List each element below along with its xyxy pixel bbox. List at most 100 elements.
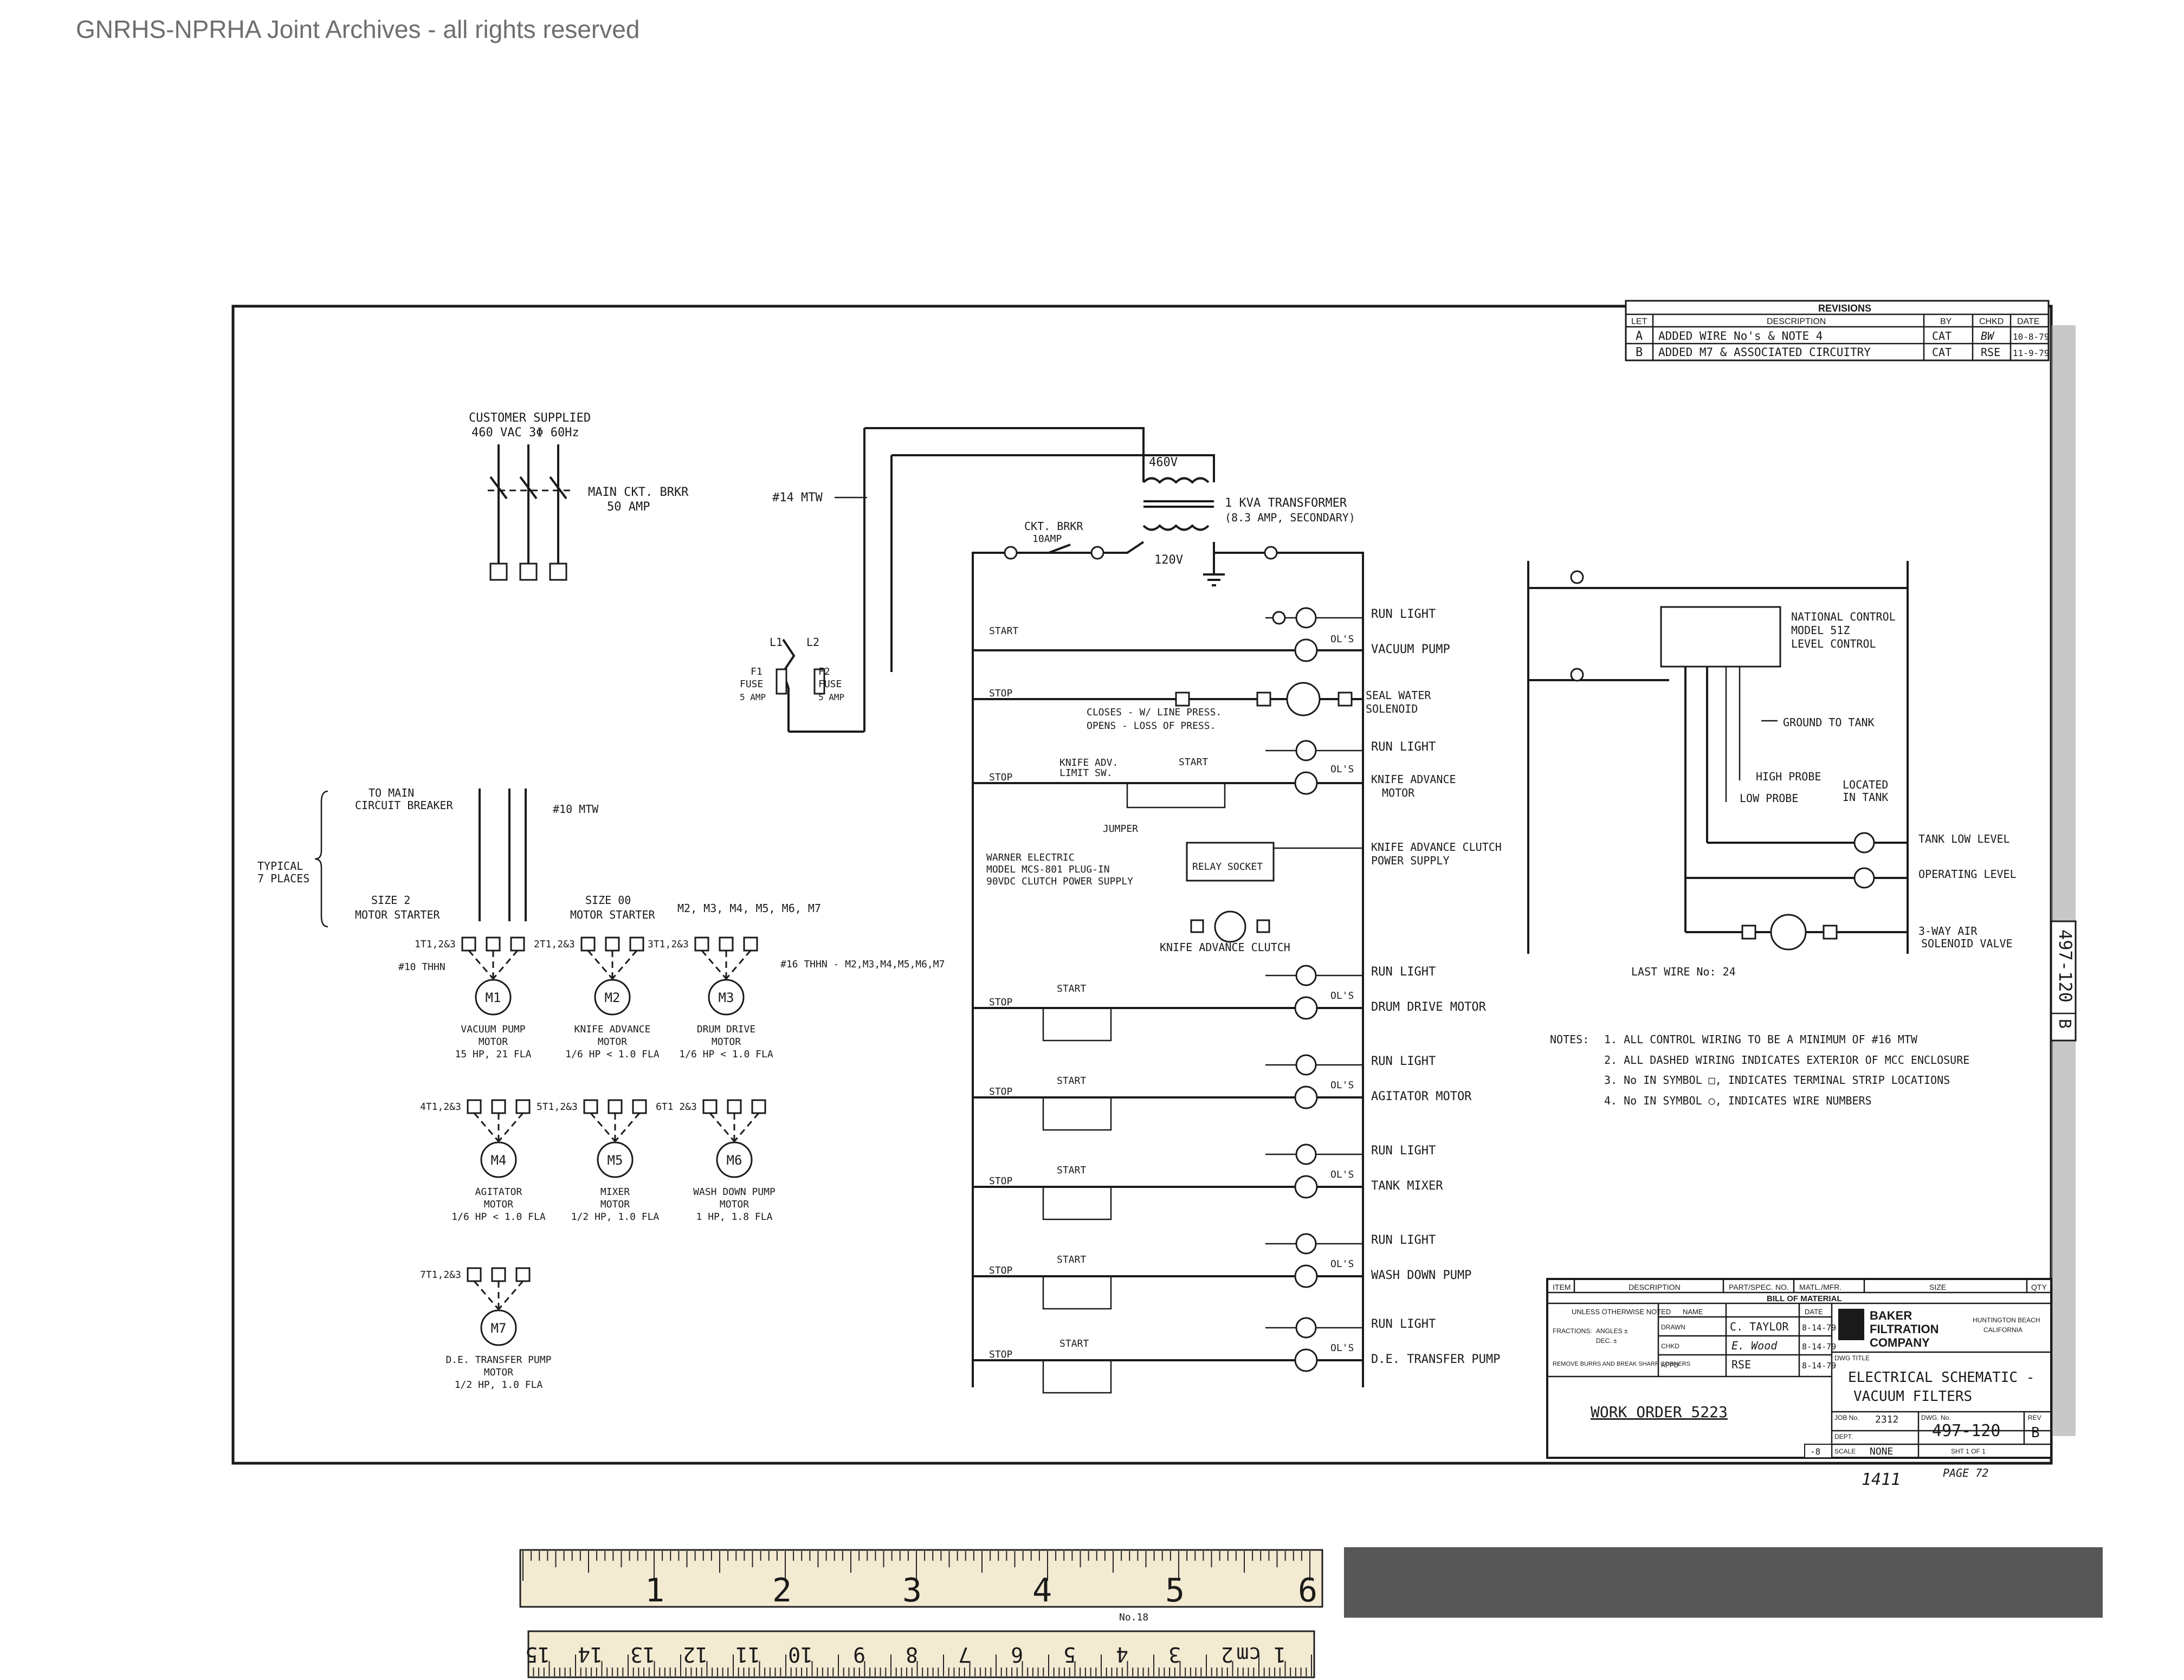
inch-ruler: 1 2 3 4 5 6 No.18 <box>519 1549 1323 1623</box>
notes-block: NOTES: 1. ALL CONTROL WIRING TO BE A MIN… <box>1550 1033 1969 1107</box>
wire-10mtw: #10 MTW <box>553 803 599 816</box>
motor-terminals: 1T1,2&3 <box>415 939 456 950</box>
run-light-wash: RUN LIGHT <box>1371 1233 1436 1247</box>
circuit-breaker-label: CIRCUIT BREAKER <box>355 799 454 812</box>
dwg-label: DWG. No. <box>1921 1414 1951 1421</box>
warner-1: WARNER ELECTRIC <box>986 852 1075 863</box>
motor-spec: 15 HP, 21 FLA <box>455 1049 532 1060</box>
wire-14mtw: #14 MTW <box>772 491 823 505</box>
main-power-section: CUSTOMER SUPPLIED 460 VAC 3Φ 60Hz MAIN C… <box>469 411 689 581</box>
drawn-name: C. TAYLOR <box>1730 1320 1789 1333</box>
located-label: LOCATED <box>1843 778 1888 791</box>
transformer-spec: (8.3 AMP, SECONDARY) <box>1225 511 1355 524</box>
rev-a-date: 10-8-79 <box>2013 332 2049 342</box>
low-probe-label: LOW PROBE <box>1740 792 1798 805</box>
fuse-f1: F1 <box>751 666 763 677</box>
note-3: 3. No IN SYMBOL □, INDICATES TERMINAL ST… <box>1604 1074 1950 1087</box>
motor-id: M2 <box>605 990 621 1005</box>
drawn-date: 8-14-79 <box>1802 1323 1836 1333</box>
motor-id: M4 <box>491 1153 507 1168</box>
title-block: ITEM DESCRIPTION PART/SPEC. NO. MATL./MF… <box>1546 1278 2052 1489</box>
motor-spec: 1/2 HP, 1.0 FLA <box>455 1379 543 1391</box>
ckt-brkr-amp: 10AMP <box>1032 533 1062 545</box>
start-drum: START <box>1057 983 1086 994</box>
sheet-edge-shadow <box>2051 325 2076 1436</box>
transformer-label: 1 KVA TRANSFORMER <box>1225 496 1347 510</box>
in-tank-label: IN TANK <box>1843 791 1888 804</box>
knife-motor-label2: MOTOR <box>1382 786 1415 799</box>
bom-h-part: PART/SPEC. NO. <box>1729 1283 1789 1291</box>
motor-name-2: MOTOR <box>479 1036 508 1048</box>
drawing-title-1: ELECTRICAL SCHEMATIC - <box>1848 1369 2034 1386</box>
bom-h-item: ITEM <box>1553 1283 1571 1291</box>
motor-name: KNIFE ADVANCE <box>574 1024 651 1035</box>
motor-name-2: MOTOR <box>600 1199 630 1210</box>
cm-label: 9 <box>853 1643 865 1666</box>
cm-label: 8 <box>906 1643 918 1666</box>
note-2: 2. ALL DASHED WIRING INDICATES EXTERIOR … <box>1604 1054 1969 1067</box>
ols-wash: OL'S <box>1330 1258 1354 1270</box>
side-tab-rev: B <box>2055 1019 2074 1029</box>
rev-b-chkd: RSE <box>1981 346 2000 359</box>
rev-b-date: 11-9-79 <box>2013 348 2049 358</box>
company-name-1: BAKER <box>1870 1309 1912 1322</box>
size00-starter-label: MOTOR STARTER <box>570 908 655 921</box>
angles-label: ANGLES ± <box>1596 1327 1628 1335</box>
last-wire-label: LAST WIRE No: 24 <box>1631 965 1736 978</box>
stop-knife: STOP <box>989 772 1013 783</box>
fuse-l1: L1 <box>770 636 783 649</box>
fuse-f1-amp: 5 AMP <box>740 692 766 702</box>
opens-label: OPENS - LOSS OF PRESS. <box>1087 720 1216 732</box>
run-light-agitator: RUN LIGHT <box>1371 1055 1436 1068</box>
motor-terminals: 2T1,2&3 <box>534 939 575 950</box>
dwg-value: 497-120 <box>1932 1421 2000 1440</box>
size00-list: M2, M3, M4, M5, M6, M7 <box>677 902 821 915</box>
work-order: WORK ORDER 5223 <box>1591 1403 1728 1421</box>
national-label: NATIONAL CONTROL <box>1791 610 1896 623</box>
scan-texture-patch <box>1344 1547 2103 1618</box>
bom-h-qty: QTY <box>2031 1283 2047 1291</box>
closes-label: CLOSES - W/ LINE PRESS. <box>1087 707 1222 718</box>
transformer-secondary: 120V <box>1154 553 1183 567</box>
transformer-primary: 460V <box>1149 456 1178 469</box>
cm-label: 11 <box>735 1643 760 1666</box>
dept-label: DEPT. <box>1834 1433 1853 1440</box>
cm-label: 6 <box>1011 1643 1023 1666</box>
start-mixer: START <box>1057 1165 1086 1176</box>
note-1: 1. ALL CONTROL WIRING TO BE A MINIMUM OF… <box>1604 1033 1918 1046</box>
level-control-label: LEVEL CONTROL <box>1791 637 1876 650</box>
size00-label: SIZE 00 <box>585 894 631 907</box>
jumper-label: JUMPER <box>1103 823 1138 835</box>
motor-id: M7 <box>491 1321 507 1336</box>
note-4: 4. No IN SYMBOL ○, INDICATES WIRE NUMBER… <box>1604 1094 1872 1107</box>
ckt-brkr-label: CKT. BRKR <box>1024 520 1083 533</box>
level-control-box <box>1660 606 1781 668</box>
inch-3: 3 <box>902 1572 922 1610</box>
cm-label: 1 cm <box>1236 1643 1286 1666</box>
cm-label: 4 <box>1116 1643 1128 1666</box>
inch-2: 2 <box>772 1572 792 1610</box>
cm-label: 15 <box>525 1643 550 1666</box>
rev-header-chkd: CHKD <box>1979 317 2004 326</box>
motor-name-2: MOTOR <box>484 1367 513 1378</box>
rev-header-desc: DESCRIPTION <box>1767 317 1826 326</box>
motor-spec: 1/6 HP < 1.0 FLA <box>679 1049 773 1060</box>
bom-title: BILL OF MATERIAL <box>1767 1294 1842 1303</box>
motor-name-2: MOTOR <box>712 1036 741 1048</box>
warner-3: 90VDC CLUTCH POWER SUPPLY <box>986 876 1133 887</box>
relay-socket-label: RELAY SOCKET <box>1192 861 1263 873</box>
main-breaker-amp: 50 AMP <box>607 500 650 514</box>
warner-2: MODEL MCS-801 PLUG-IN <box>986 864 1110 875</box>
motor-name-2: MOTOR <box>484 1199 513 1210</box>
stop-agitator: STOP <box>989 1086 1013 1097</box>
ols-transfer: OL'S <box>1330 1342 1354 1354</box>
cm-label: 13 <box>630 1643 655 1666</box>
page-label: PAGE 72 <box>1943 1466 1988 1479</box>
customer-supplied: CUSTOMER SUPPLIED <box>469 411 591 425</box>
